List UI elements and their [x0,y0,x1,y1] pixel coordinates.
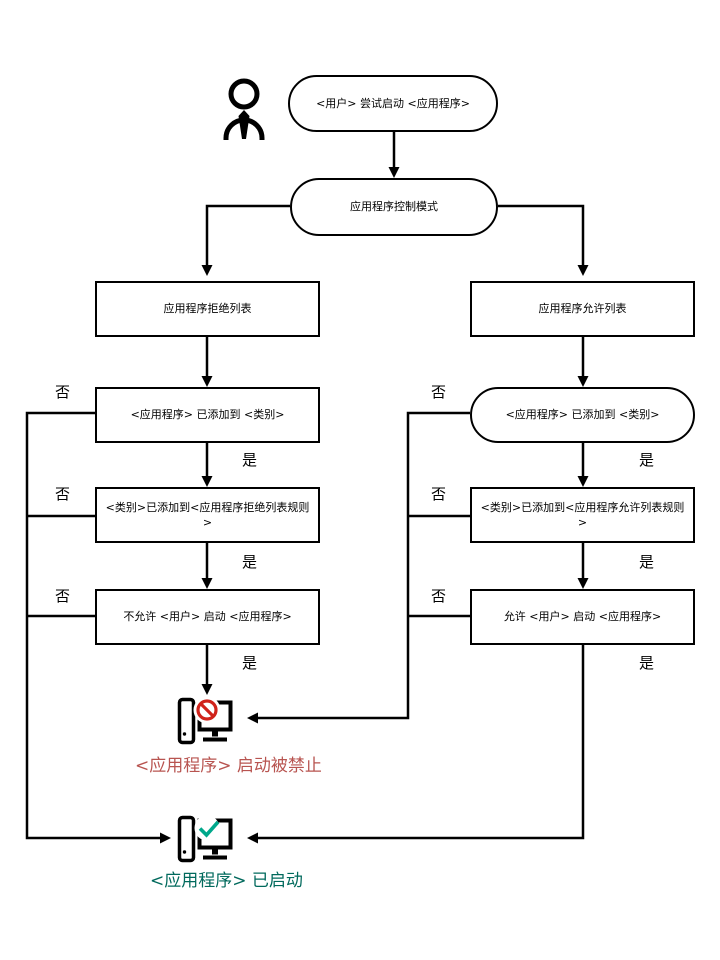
computer-started-icon [177,815,233,863]
edge-label-no: 否 [55,485,71,503]
node-allow-category-in-rules: <类别>已添加到<应用程序允许列表规则> [470,487,695,543]
edge-allow-no-chain [258,411,470,720]
node-allowlist: 应用程序允许列表 [470,281,695,337]
node-allow-action: 允许 <用户> 启动 <应用程序> [470,589,695,645]
node-allow-app-in-category: <应用程序> 已添加到 <类别> [470,387,695,443]
connector-lines [25,131,585,840]
tower-shape [177,815,196,863]
edge-allow-yes-chain [258,645,585,840]
edge-label-yes: 是 [242,553,258,571]
prohibition-icon [196,699,218,721]
node-allow-action-label: 允许 <用户> 启动 <应用程序> [503,610,662,624]
arrowhead-down [577,265,589,276]
arrowheads [160,167,589,844]
edge-deny-no-chain [25,411,160,840]
node-allow-category-in-rules-label: <类别>已添加到<应用程序允许列表规则> [480,500,685,529]
node-start-label: <用户> 尝试启动 <应用程序> [316,96,470,110]
edge-label-no: 否 [431,383,447,401]
user-icon [223,78,265,140]
node-deny-app-in-category-label: <应用程序> 已添加到 <类别> [130,408,285,422]
edge-label-yes: 是 [242,451,258,469]
edge-label-no: 否 [431,587,447,605]
outcome-started-text: <应用程序> 已启动 [150,871,303,891]
outcome-blocked-text: <应用程序> 启动被禁止 [135,756,322,776]
edge-label-no: 否 [431,485,447,503]
node-control-mode-label: 应用程序控制模式 [350,200,438,214]
arrowhead-down [388,167,400,178]
node-deny-app-in-category: <应用程序> 已添加到 <类别> [95,387,320,443]
arrowhead-down [201,684,213,695]
arrowhead-down [201,476,213,487]
node-deny-action-label: 不允许 <用户> 启动 <应用程序> [123,610,292,624]
node-start: <用户> 尝试启动 <应用程序> [288,75,498,132]
edge-mode-to-allowlist [498,204,585,266]
edge-label-yes: 是 [639,654,655,672]
check-icon [198,820,220,838]
node-allowlist-label: 应用程序允许列表 [538,302,627,316]
arrowhead-down [201,578,213,589]
edge-mode-to-denylist [205,204,290,266]
arrowhead-down [577,578,589,589]
node-denylist: 应用程序拒绝列表 [95,281,320,337]
node-deny-category-in-rules-label: <类别>已添加到<应用程序拒绝列表规则> [105,500,310,529]
edge-label-yes: 是 [639,451,655,469]
node-deny-category-in-rules: <类别>已添加到<应用程序拒绝列表规则> [95,487,320,543]
node-control-mode: 应用程序控制模式 [290,178,498,236]
arrowhead-right [160,832,171,844]
node-denylist-label: 应用程序拒绝列表 [163,302,252,316]
node-allow-app-in-category-label: <应用程序> 已添加到 <类别> [505,408,660,422]
tower-shape [177,697,196,745]
node-deny-action: 不允许 <用户> 启动 <应用程序> [95,589,320,645]
arrowhead-left [247,712,258,724]
arrowhead-down [577,476,589,487]
edge-label-yes: 是 [242,654,258,672]
arrowhead-down [201,265,213,276]
arrowhead-down [577,376,589,387]
edge-label-yes: 是 [639,553,655,571]
tie-shape [238,110,250,139]
edge-label-no: 否 [55,383,71,401]
edge-label-no: 否 [55,587,71,605]
arrowhead-down [201,376,213,387]
arrowhead-left [247,832,258,844]
computer-blocked-icon [177,696,233,745]
